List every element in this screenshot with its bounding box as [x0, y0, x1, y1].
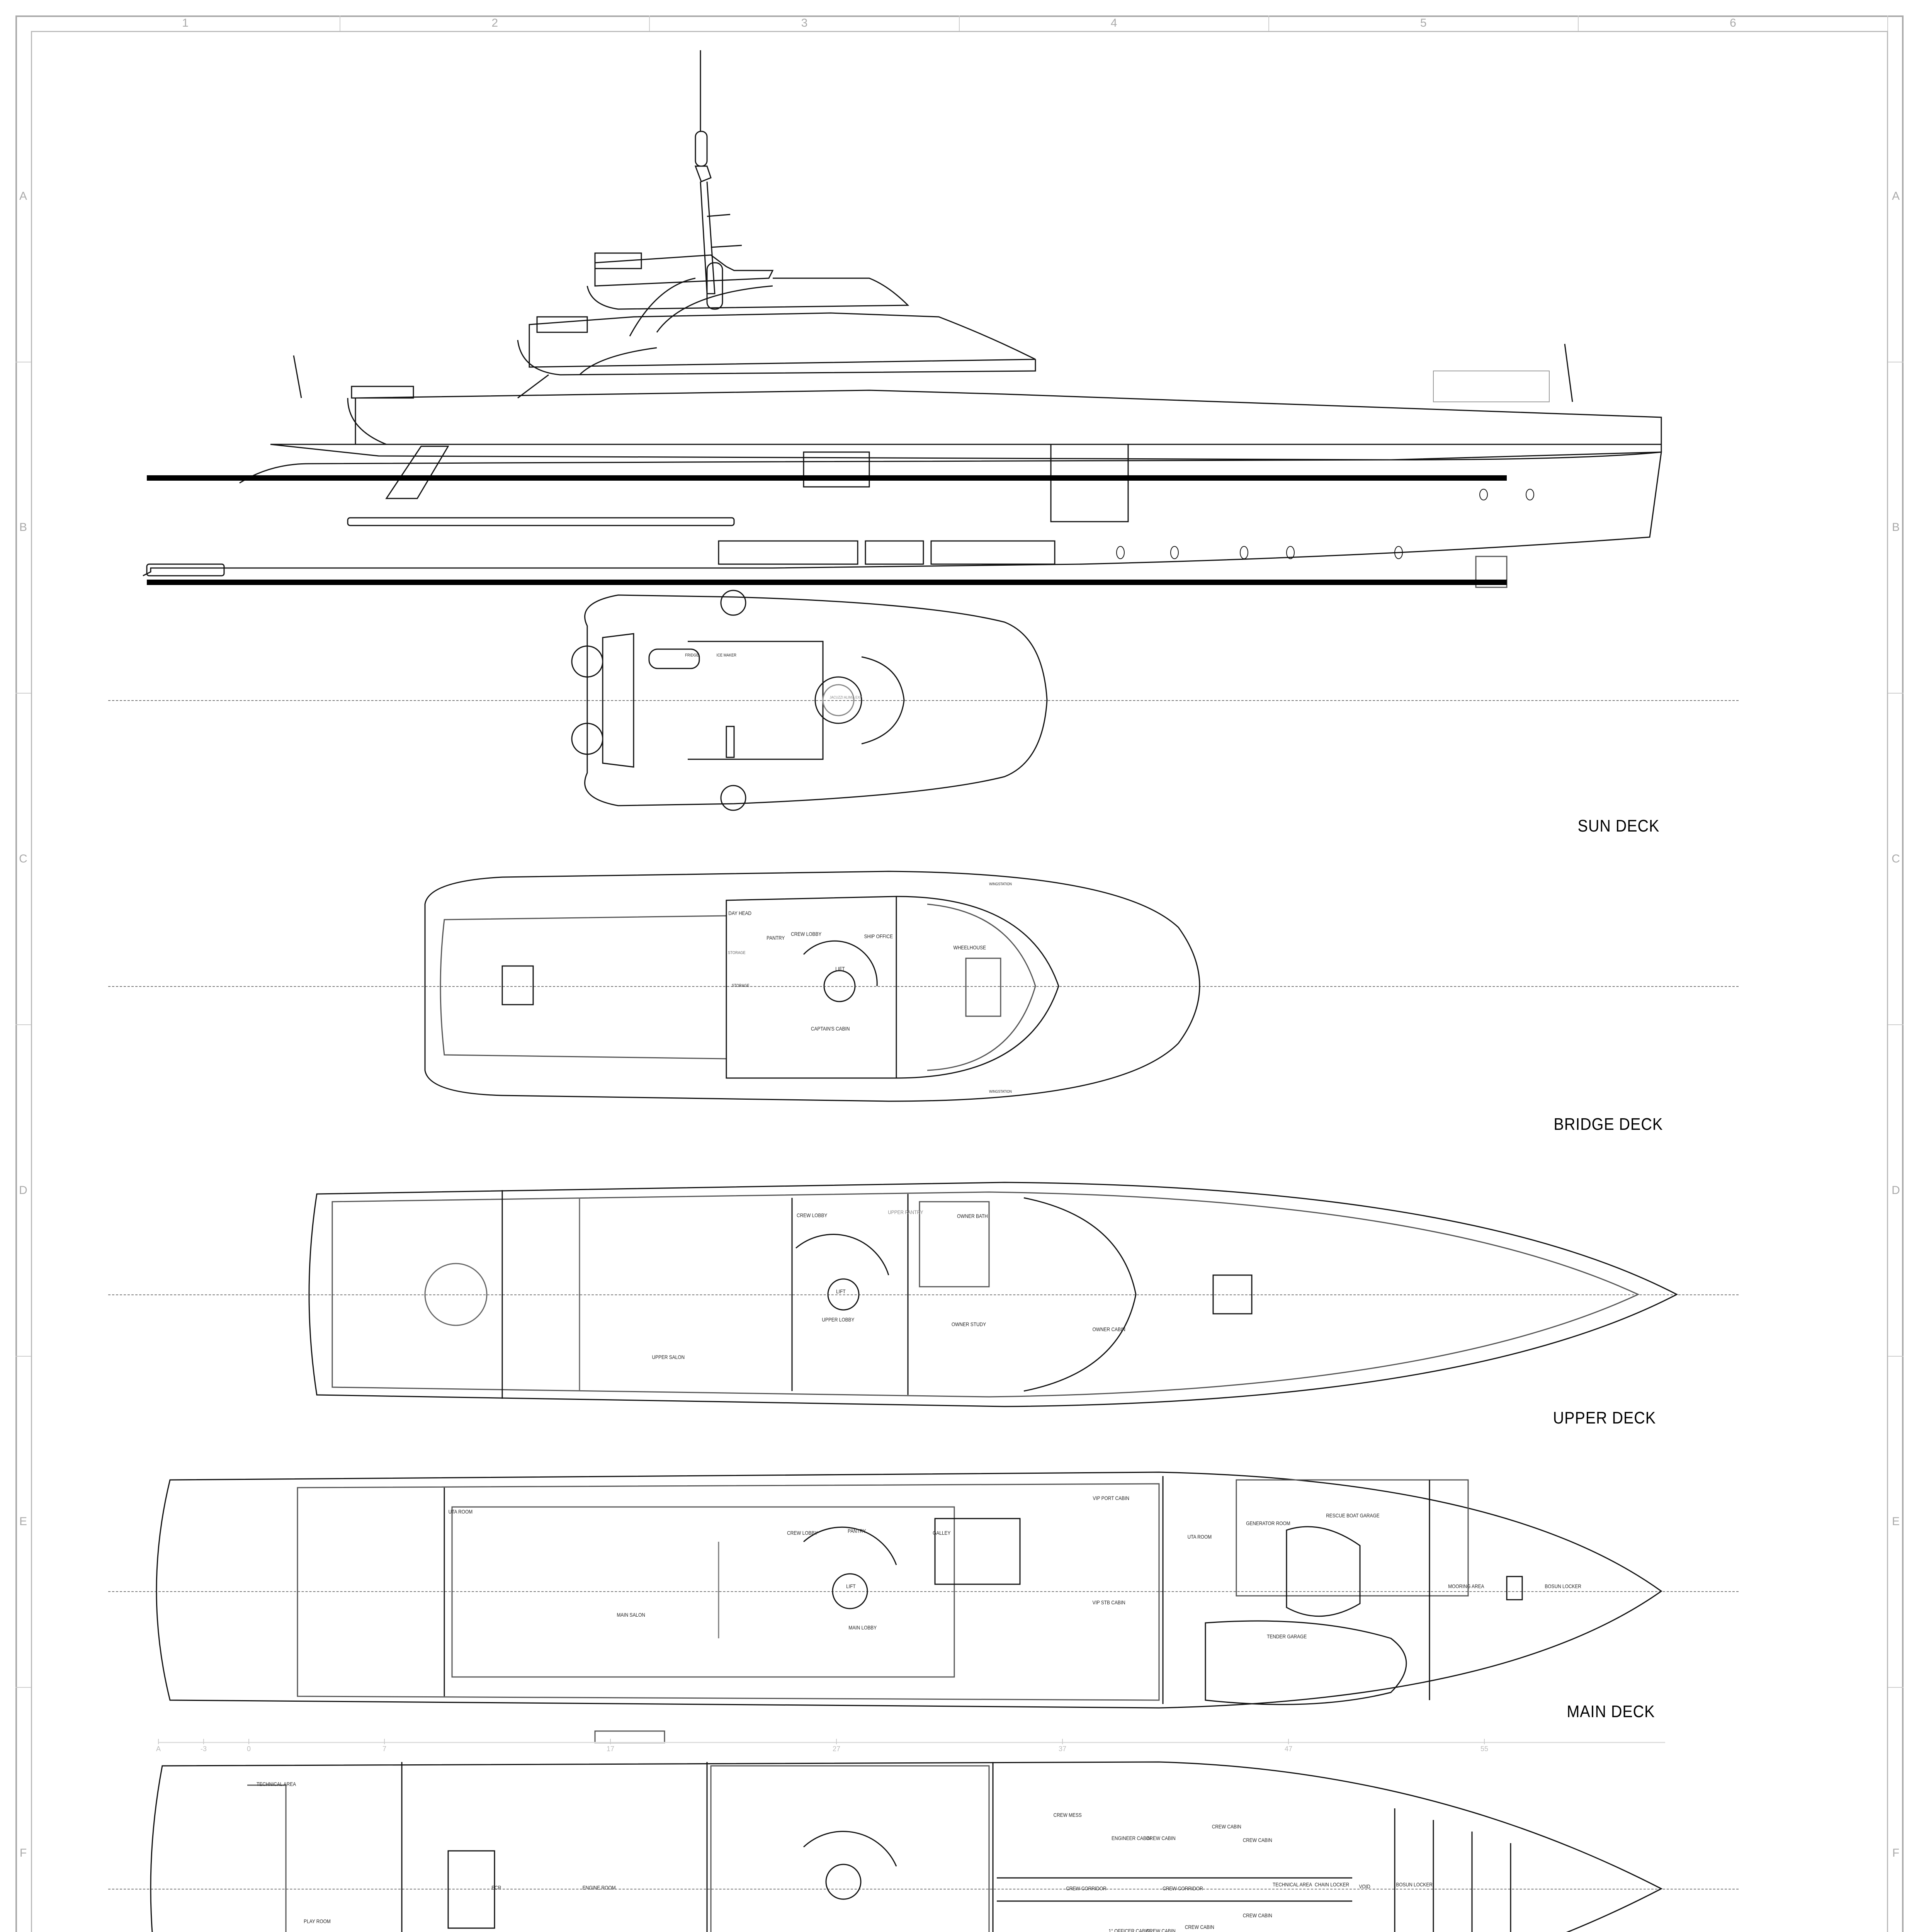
frame-ruler: A -3 0 7 17 27 37 47 55	[156, 1739, 1665, 1754]
room-vip-stb-cabin: VIP STB CABIN	[1092, 1599, 1125, 1605]
upper-deck-centerline	[108, 1294, 1739, 1295]
room-crew-cabin-1: CREW CABIN	[1146, 1835, 1176, 1841]
deck-title-bridge: BRIDGE DECK	[1554, 1115, 1663, 1134]
room-upper-pantry: UPPER PANTRY	[888, 1209, 923, 1215]
room-crew-corridor-aft: CREW CORRIDOR	[1066, 1885, 1107, 1891]
room-wingstation-port: WINGSTATION	[989, 882, 1012, 886]
column-ref-top: 1 2 3 4 5 6	[31, 15, 1888, 31]
main-deck-drawing	[156, 1471, 1662, 1743]
room-fridge: FRIDGE	[685, 653, 699, 658]
room-pantry-main: PANTRY	[848, 1528, 866, 1534]
row-ref-left: A B C D E F G H	[15, 31, 31, 1932]
deck-title-upper: UPPER DECK	[1553, 1408, 1656, 1427]
room-lift: LIFT	[835, 966, 845, 972]
room-crew-cabin-3: CREW CABIN	[1243, 1837, 1272, 1843]
room-bosun-locker-main: BOSUN LOCKER	[1545, 1583, 1581, 1589]
room-engine-room: ENGINE ROOM	[582, 1884, 616, 1891]
room-owner-cabin: OWNER CABIN	[1092, 1326, 1125, 1332]
room-vip-port-cabin: VIP PORT CABIN	[1093, 1495, 1129, 1501]
room-mooring-area: MOORING AREA	[1448, 1583, 1484, 1589]
room-bosun-locker-lower: BOSUN LOCKER	[1396, 1881, 1433, 1888]
room-crew-lobby-main: CREW LOBBY	[787, 1530, 818, 1536]
room-generator-room: GENERATOR ROOM	[1246, 1520, 1290, 1526]
room-uta-room-aft: UTA ROOM	[448, 1509, 473, 1515]
bridge-deck-centerline	[108, 986, 1739, 987]
room-ecr: ECR	[491, 1884, 501, 1891]
room-chain-locker: CHAIN LOCKER	[1314, 1881, 1350, 1888]
room-crew-mess: CREW MESS	[1053, 1812, 1082, 1818]
room-day-head: DAY HEAD	[728, 910, 752, 916]
room-captains-cabin: CAPTAIN'S CABIN	[811, 1026, 850, 1032]
room-tender-garage: TENDER GARAGE	[1267, 1633, 1307, 1639]
sun-deck-centerline	[108, 700, 1739, 701]
main-deck-centerline	[108, 1591, 1739, 1592]
room-main-lobby: MAIN LOBBY	[848, 1624, 877, 1631]
room-lift-main: LIFT	[846, 1583, 856, 1589]
room-technical-area-aft-port: TECHNICAL AREA	[257, 1781, 296, 1787]
room-wingstation-stb: WINGSTATION	[989, 1090, 1012, 1094]
room-crew-lobby-upper: CREW LOBBY	[797, 1212, 828, 1218]
row-ref-right: A B C D E F G H	[1888, 31, 1904, 1932]
jacuzzi-label: JACUZZI ALIMIA EXP	[829, 696, 862, 700]
room-crew-cabin-6: CREW CABIN	[1243, 1912, 1272, 1918]
room-main-salon: MAIN SALON	[617, 1612, 645, 1618]
room-uta-room-fwd: UTA ROOM	[1187, 1534, 1212, 1540]
room-crew-cabin-5: CREW CABIN	[1185, 1924, 1214, 1930]
room-upper-lobby: UPPER LOBBY	[822, 1316, 855, 1323]
room-play-room: PLAY ROOM	[304, 1918, 331, 1924]
room-galley: GALLEY	[933, 1530, 951, 1536]
room-crew-cabin-2: CREW CABIN	[1212, 1823, 1241, 1830]
room-storage-2: STORAGE	[732, 983, 750, 988]
room-ice-maker: ICE MAKER	[716, 653, 736, 658]
room-void: VOID	[1359, 1883, 1370, 1889]
room-owner-bath: OWNER BATH	[957, 1213, 988, 1219]
room-wheelhouse: WHEELHOUSE	[953, 944, 986, 951]
sun-deck-drawing	[571, 590, 1048, 811]
bridge-deck-drawing	[424, 871, 1200, 1102]
room-crew-corridor-fwd: CREW CORRIDOR	[1163, 1885, 1203, 1891]
upper-deck-drawing	[308, 1182, 1678, 1407]
room-lift-upper: LIFT	[836, 1288, 846, 1294]
room-rescue-boat-garage: RESCUE BOAT GARAGE	[1326, 1512, 1380, 1519]
deck-title-sun: SUN DECK	[1577, 816, 1660, 835]
room-storage-1: STORAGE	[728, 951, 746, 955]
room-technical-area-fwd: TECHNICAL AREA	[1273, 1881, 1312, 1888]
deck-title-main: MAIN DECK	[1567, 1702, 1655, 1721]
room-upper-salon: UPPER SALON	[652, 1354, 685, 1360]
room-pantry: PANTRY	[767, 935, 785, 941]
room-engineer-cabin: ENGINEER CABIN	[1111, 1835, 1151, 1841]
drawing-border	[31, 31, 1888, 1932]
room-owner-study: OWNER STUDY	[951, 1321, 986, 1327]
room-crew-lobby: CREW LOBBY	[791, 931, 822, 937]
side-profile-drawing	[143, 50, 1662, 588]
room-ship-office: SHIP OFFICE	[864, 933, 893, 939]
room-first-officer-cabin: 1° OFFICER CABIN	[1108, 1928, 1150, 1932]
room-crew-cabin-4: CREW CABIN	[1146, 1928, 1176, 1932]
